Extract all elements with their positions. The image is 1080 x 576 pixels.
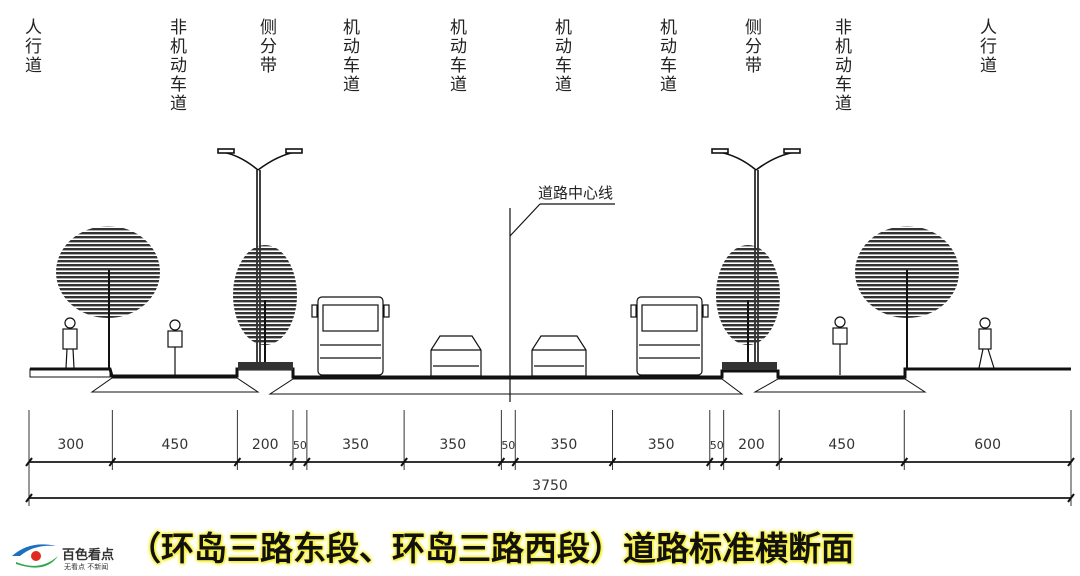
lane-label: 机动车道 — [446, 18, 466, 94]
tree-small-left — [233, 245, 297, 370]
dimension-label: 200 — [738, 437, 765, 453]
lane-label: 非机动车道 — [166, 18, 186, 113]
dimension-tick-mark — [25, 457, 33, 467]
dimension-lines: 300 450 200 50 350 350 50 350 350 50 200 450 600 3750 — [25, 410, 1075, 506]
total-dimension-tick-mark — [1067, 493, 1075, 503]
logo-icon — [12, 544, 58, 568]
dimension-label: 350 — [439, 437, 466, 453]
dimension-label: 450 — [828, 437, 855, 453]
ground-profile — [30, 367, 1071, 379]
total-dimension-label: 3750 — [532, 478, 568, 494]
dimension-tick-mark — [719, 457, 728, 467]
dimension-tick-mark — [705, 457, 714, 467]
dimension-tick-mark — [303, 457, 311, 467]
centerline-label: 道路中心线 — [538, 184, 614, 202]
tree-large-left — [56, 226, 160, 370]
dimension-tick-mark — [108, 457, 117, 467]
centerline-leader — [509, 203, 541, 237]
dimension-label: 50 — [293, 439, 307, 452]
lane-label: 人行道 — [21, 18, 41, 75]
dimension-tick-mark — [775, 457, 784, 467]
logo-slogan: 无看点 不新闻 — [64, 563, 109, 571]
pedestrian-left — [62, 317, 78, 369]
bus-left — [311, 296, 390, 376]
lane-label: 侧分带 — [741, 18, 761, 75]
dimension-tick-mark — [233, 457, 242, 467]
lane-label: 机动车道 — [339, 18, 359, 94]
total-dimension-tick-mark — [25, 493, 33, 503]
dimension-tick-mark — [900, 457, 909, 467]
dimension-tick-mark — [289, 457, 297, 467]
tree-small-right — [716, 245, 780, 370]
lane-label: 人行道 — [976, 18, 996, 75]
dimension-label: 350 — [342, 437, 369, 453]
cyclist-left — [167, 319, 183, 375]
dimension-tick-mark — [400, 457, 408, 467]
dimension-label: 350 — [648, 437, 675, 453]
dimension-tick-mark — [1067, 457, 1075, 467]
dimension-tick-mark — [497, 457, 506, 467]
diagram-title: （环岛三路东段、环岛三路西段）道路标准横断面 — [128, 529, 854, 568]
dimension-label: 300 — [57, 437, 84, 453]
lane-label: 机动车道 — [551, 18, 571, 94]
dimension-label: 50 — [710, 439, 724, 452]
dimension-label: 600 — [974, 437, 1001, 453]
dimension-label: 450 — [162, 437, 189, 453]
car-left — [430, 335, 482, 377]
dimension-label: 50 — [501, 439, 515, 452]
bus-right — [630, 296, 709, 376]
lane-label: 侧分带 — [256, 18, 276, 75]
logo-name: 百色看点 — [62, 548, 115, 563]
lane-label: 非机动车道 — [831, 18, 851, 113]
tree-large-right — [855, 226, 959, 370]
cyclist-right — [832, 316, 848, 375]
dimension-tick-mark — [608, 457, 617, 467]
dimension-tick-mark — [511, 457, 520, 467]
car-right — [531, 335, 587, 377]
dimension-label: 200 — [252, 437, 279, 453]
dimension-label: 350 — [551, 437, 578, 453]
subbase-lines — [29, 368, 927, 395]
pedestrian-right — [978, 317, 995, 369]
lane-label: 机动车道 — [656, 18, 676, 94]
